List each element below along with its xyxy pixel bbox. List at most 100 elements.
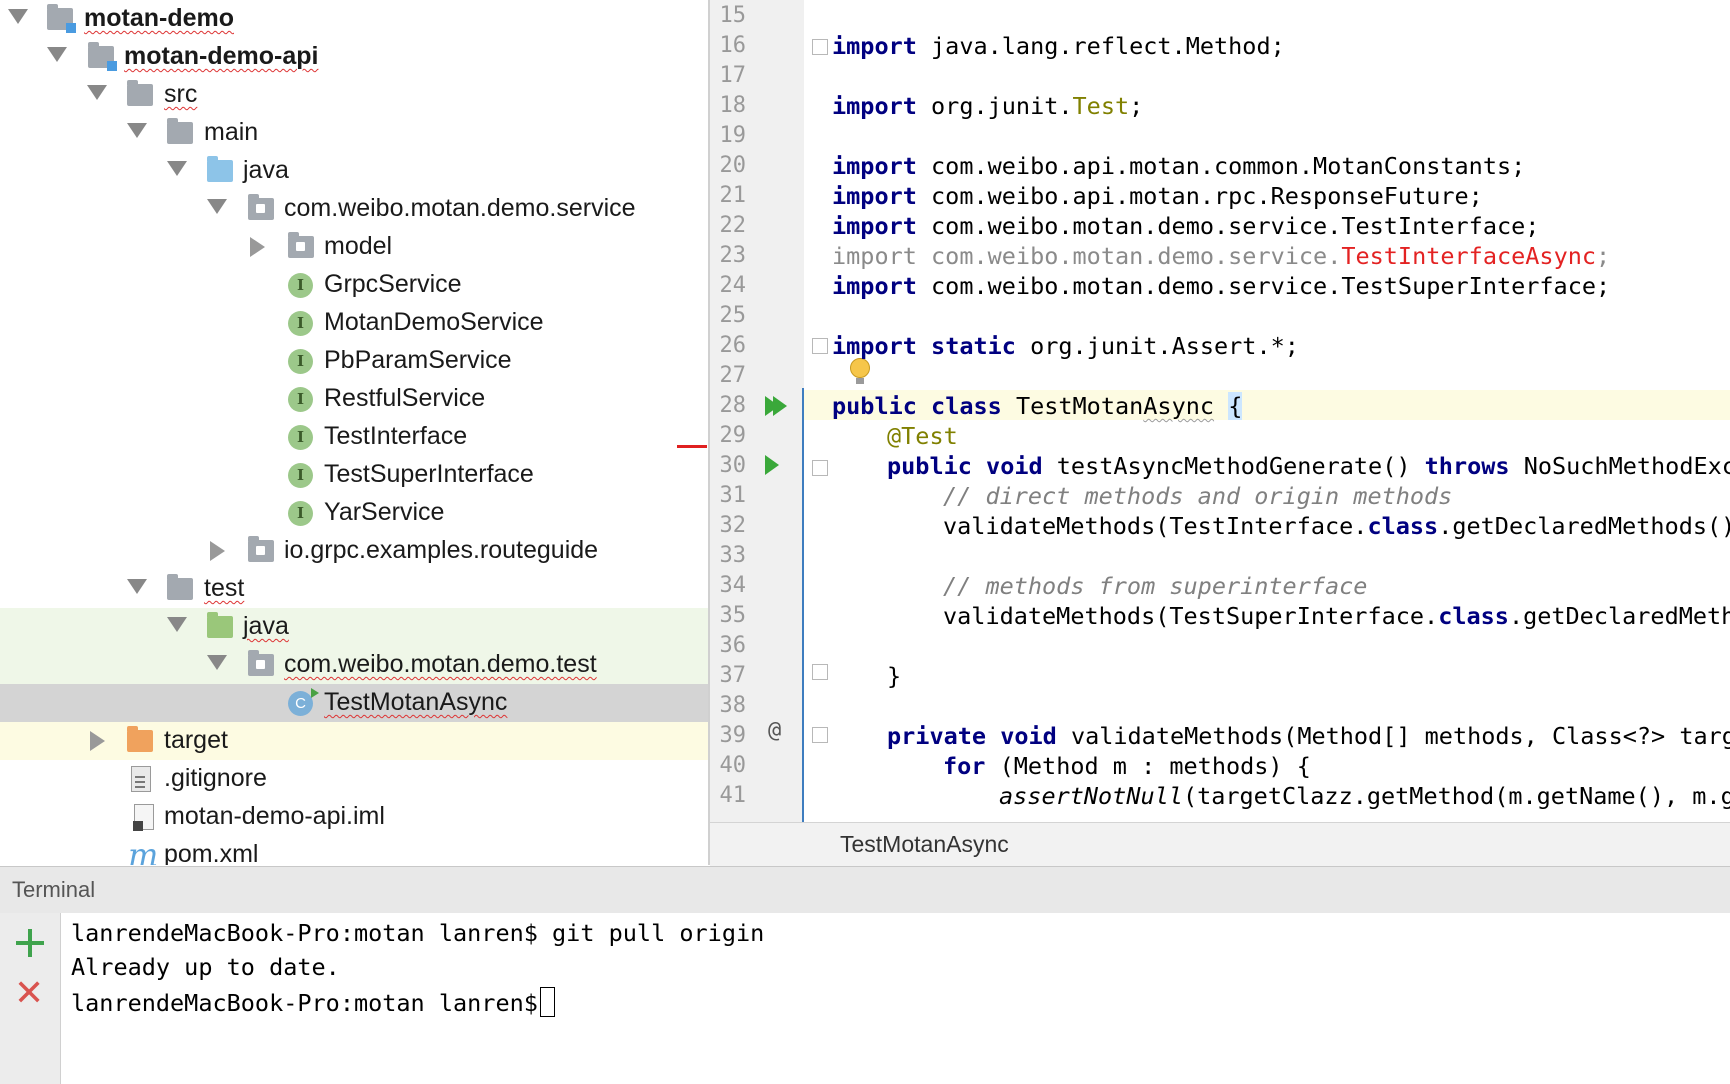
code-line: // methods from superinterface [943, 572, 1368, 600]
terminal-output[interactable]: lanrendeMacBook-Pro:motan lanren$ git pu… [61, 913, 1730, 1084]
line-number: 22 [719, 213, 747, 238]
tree-label: TestSuperInterface [324, 460, 534, 488]
tree-item-test-package[interactable]: com.weibo.motan.demo.test [0, 646, 708, 684]
tree-item-model[interactable]: model [0, 228, 708, 266]
editor-gutter[interactable]: 15 16 17 18 19 20 21 22 23 24 25 26 27 2… [710, 0, 804, 822]
fold-icon[interactable] [812, 338, 828, 354]
line-number: 16 [719, 33, 747, 58]
code-line: validateMethods(TestInterface.class.getD… [943, 512, 1730, 540]
line-number: 29 [719, 423, 747, 448]
tree-item-gitignore[interactable]: .gitignore [0, 760, 708, 798]
expand-arrow-icon[interactable] [207, 655, 227, 670]
expand-arrow-icon[interactable] [127, 579, 147, 594]
tree-label: YarService [324, 498, 445, 526]
tree-item-testinterface[interactable]: I TestInterface [0, 418, 708, 456]
tree-item-motan-demo[interactable]: motan-demo [0, 0, 708, 38]
expand-arrow-icon[interactable] [87, 85, 107, 100]
breadcrumb-class[interactable]: TestMotanAsync [840, 831, 1009, 857]
tree-label: motan-demo [84, 4, 234, 32]
code-line: public void testAsyncMethodGenerate() th… [887, 452, 1730, 480]
text-cursor [539, 987, 555, 1017]
tree-label: java [243, 156, 289, 184]
run-test-icon[interactable] [765, 455, 779, 475]
tree-item-testmotanasync[interactable]: C TestMotanAsync [0, 684, 708, 722]
tree-item-pbparamservice[interactable]: I PbParamService [0, 342, 708, 380]
tree-item-restfulservice[interactable]: I RestfulService [0, 380, 708, 418]
tree-item-test[interactable]: test [0, 570, 708, 608]
tree-item-pom[interactable]: m pom.xml [0, 836, 708, 865]
collapse-arrow-icon[interactable] [210, 541, 225, 561]
code-line: import com.weibo.api.motan.rpc.ResponseF… [832, 182, 1483, 210]
tree-item-yarservice[interactable]: I YarService [0, 494, 708, 532]
line-number: 39 [719, 723, 747, 748]
tree-item-test-java[interactable]: java [0, 608, 708, 646]
expand-arrow-icon[interactable] [167, 617, 187, 632]
tree-item-testsuperinterface[interactable]: I TestSuperInterface [0, 456, 708, 494]
fold-icon[interactable] [812, 460, 828, 476]
tree-label: motan-demo-api [124, 42, 319, 70]
package-icon [288, 232, 314, 258]
test-source-folder-icon [207, 612, 233, 638]
line-number: 20 [719, 153, 747, 178]
interface-icon: I [288, 425, 313, 450]
line-number: 30 [719, 453, 747, 478]
line-number: 17 [719, 63, 747, 88]
editor-breadcrumb[interactable]: TestMotanAsync [710, 822, 1730, 866]
terminal-prompt[interactable]: lanrendeMacBook-Pro:motan lanren$ [71, 987, 555, 1017]
line-number: 31 [719, 483, 747, 508]
tree-item-target[interactable]: target [0, 722, 708, 760]
error-stripe-marker [677, 445, 707, 448]
line-number: 38 [719, 693, 747, 718]
code-editor[interactable]: 15 16 17 18 19 20 21 22 23 24 25 26 27 2… [710, 0, 1730, 822]
expand-arrow-icon[interactable] [8, 9, 28, 24]
folder-icon [127, 80, 153, 106]
tree-label: main [204, 118, 259, 146]
tree-item-iml[interactable]: motan-demo-api.iml [0, 798, 708, 836]
expand-arrow-icon[interactable] [167, 161, 187, 176]
tree-label: io.grpc.examples.routeguide [284, 536, 599, 564]
code-line: import com.weibo.api.motan.common.MotanC… [832, 152, 1526, 180]
tree-label: PbParamService [324, 346, 512, 374]
package-icon [248, 194, 274, 220]
fold-icon[interactable] [812, 664, 828, 680]
terminal-title: Terminal [12, 877, 96, 902]
tree-label: com.weibo.motan.demo.test [284, 650, 597, 678]
line-number: 21 [719, 183, 747, 208]
code-line: } [887, 662, 902, 690]
code-line: public class TestMotanAsync { [832, 392, 1243, 420]
tree-item-service-package[interactable]: com.weibo.motan.demo.service [0, 190, 708, 228]
interface-icon: I [288, 387, 313, 412]
fold-icon[interactable] [812, 39, 828, 55]
terminal-toolbar: ✕ [0, 913, 61, 1084]
fold-icon[interactable] [812, 727, 828, 743]
collapse-arrow-icon[interactable] [250, 237, 265, 257]
tree-label: pom.xml [164, 840, 259, 865]
line-number: 35 [719, 603, 747, 628]
code-line: private void validateMethods(Method[] me… [887, 722, 1730, 750]
tree-item-motan-demo-api[interactable]: motan-demo-api [0, 38, 708, 76]
terminal-header[interactable]: Terminal [0, 866, 1730, 914]
project-tree-panel: motan-demo motan-demo-api src main java … [0, 0, 710, 865]
line-number: 36 [719, 633, 747, 658]
code-line: import java.lang.reflect.Method; [832, 32, 1285, 60]
tree-item-routeguide-package[interactable]: io.grpc.examples.routeguide [0, 532, 708, 570]
override-marker-icon[interactable]: @ [768, 718, 782, 743]
tree-item-main[interactable]: main [0, 114, 708, 152]
expand-arrow-icon[interactable] [127, 123, 147, 138]
line-number: 41 [719, 783, 747, 808]
tree-item-grpcservice[interactable]: I GrpcService [0, 266, 708, 304]
collapse-arrow-icon[interactable] [90, 731, 105, 751]
tree-item-src[interactable]: src [0, 76, 708, 114]
tree-item-main-java[interactable]: java [0, 152, 708, 190]
close-session-icon[interactable]: ✕ [14, 973, 45, 1014]
interface-icon: I [288, 311, 313, 336]
line-number: 19 [719, 123, 747, 148]
interface-icon: I [288, 501, 313, 526]
lightbulb-icon[interactable] [850, 358, 870, 384]
expand-arrow-icon[interactable] [207, 199, 227, 214]
line-number: 27 [719, 363, 747, 388]
run-class-icon[interactable] [773, 396, 787, 416]
tree-item-motandemoservice[interactable]: I MotanDemoService [0, 304, 708, 342]
expand-arrow-icon[interactable] [47, 47, 67, 62]
new-session-icon[interactable] [16, 929, 44, 957]
